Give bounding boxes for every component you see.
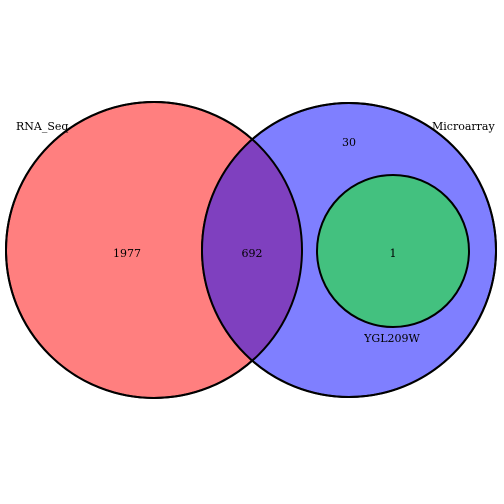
rna-seq-only-count: 1977 — [113, 247, 141, 260]
ygl209w-label: YGL209W — [363, 332, 420, 345]
microarray-outline — [201, 102, 497, 398]
overlap-count: 692 — [242, 247, 263, 260]
microarray-only-count: 30 — [342, 136, 356, 149]
rna-seq-outline — [5, 101, 303, 399]
microarray-label: Microarray — [432, 120, 495, 133]
ygl209w-circle — [316, 174, 470, 328]
rna-seq-label: RNA_Seq — [16, 120, 68, 133]
ygl209w-count: 1 — [390, 247, 397, 260]
overlap-region — [202, 103, 302, 397]
